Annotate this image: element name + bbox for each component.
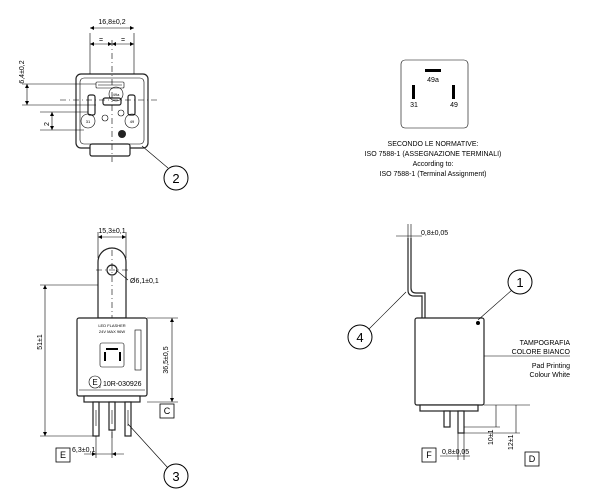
- dim-body-height: 36,5±0,5: [163, 346, 170, 373]
- side-bracket: [407, 238, 423, 318]
- dim-hole-diameter: Ø6,1±0,1: [130, 278, 159, 285]
- front-view: LED FLASHER 24V MAX 96W E 2 10R-030926 1…: [37, 228, 189, 489]
- side-pin-left: [443, 410, 451, 428]
- pad-printing-line-4: Colour White: [530, 372, 571, 379]
- inspection-box-c: [159, 403, 175, 419]
- top-terminal-49: 49: [130, 119, 135, 124]
- note-line-2: ISO 7588-1 (ASSEGNAZIONE TERMINALI): [365, 151, 502, 158]
- svg-text:4: 4: [356, 330, 363, 345]
- dim-terminal-offset: 2: [44, 122, 51, 126]
- approval-code: 10R-030926: [103, 381, 142, 388]
- callout-1: [507, 269, 533, 295]
- dim-terminal-length-a: 10±1: [488, 429, 495, 445]
- terminal-assignment-frame: [400, 59, 469, 129]
- callout-2: [163, 165, 189, 191]
- callout-4: [347, 324, 373, 350]
- note-line-4: ISO 7588-1 (Terminal Assignment): [380, 171, 487, 178]
- inspection-box-d: [524, 451, 540, 467]
- dim-body-width: 15,3±0,1: [98, 228, 125, 235]
- label-title: LED FLASHER: [98, 323, 125, 328]
- assign-label-49: 49: [450, 102, 458, 109]
- callout-3: [163, 463, 189, 489]
- assign-label-31: 31: [410, 102, 418, 109]
- pad-printing-line-1: TAMPOGRAFIA: [520, 340, 571, 347]
- approval-digit: 2: [99, 384, 102, 389]
- terminal-slot-right: [127, 94, 136, 116]
- assign-label-49a: 49a: [427, 77, 439, 84]
- inspection-box-e: [55, 447, 71, 463]
- dim-bracket-thickness: 0,8±0,05: [421, 230, 448, 237]
- top-terminal-49a: 49a: [113, 92, 120, 97]
- dim-pin-spacing: 6,3±0,1: [72, 447, 95, 454]
- dim-equal-left: =: [99, 37, 103, 44]
- top-terminal-31: 31: [86, 119, 91, 124]
- top-view: 49a 31 49 16,8±0,2 = = 6,4±0,2 2: [19, 19, 189, 191]
- svg-text:2: 2: [172, 171, 179, 186]
- note-line-1: SECONDO LE NORMATIVE:: [388, 141, 479, 148]
- side-view: 0,8±0,05 0,8±0,05 10±1 12±1 TAMPOGRAFIA …: [347, 224, 571, 467]
- pad-printing-line-2: COLORE BIANCO: [512, 349, 571, 356]
- note-line-3: According to:: [413, 161, 454, 168]
- dim-equal-right: =: [121, 37, 125, 44]
- top-view-base: [89, 143, 131, 157]
- approval-mark-circle: [88, 375, 102, 389]
- dim-terminal-thickness: 0,8±0,05: [442, 449, 469, 456]
- svg-text:1: 1: [516, 275, 523, 290]
- side-pin-right: [457, 410, 465, 434]
- dim-overall-height: 51±1: [37, 334, 44, 350]
- dim-terminal-length-b: 12±1: [508, 434, 515, 450]
- inspection-box-f: [421, 447, 437, 463]
- svg-text:C: C: [164, 406, 171, 416]
- dim-top-width: 16,8±0,2: [98, 19, 125, 26]
- side-view-body: [414, 317, 485, 406]
- marking-dot: [118, 130, 126, 138]
- terminal-assignment: 49a 31 49 SECONDO LE NORMATIVE: ISO 7588…: [365, 59, 502, 178]
- svg-text:D: D: [529, 454, 536, 464]
- svg-text:F: F: [426, 450, 432, 460]
- svg-text:E: E: [60, 450, 66, 460]
- pad-printing-line-3: Pad Printing: [532, 363, 570, 370]
- svg-text:3: 3: [172, 469, 179, 484]
- dim-top-height: 6,4±0,2: [19, 60, 26, 83]
- mounting-bracket: [97, 247, 127, 319]
- label-rating: 24V MAX 96W: [99, 329, 125, 334]
- approval-mark: E: [92, 378, 97, 387]
